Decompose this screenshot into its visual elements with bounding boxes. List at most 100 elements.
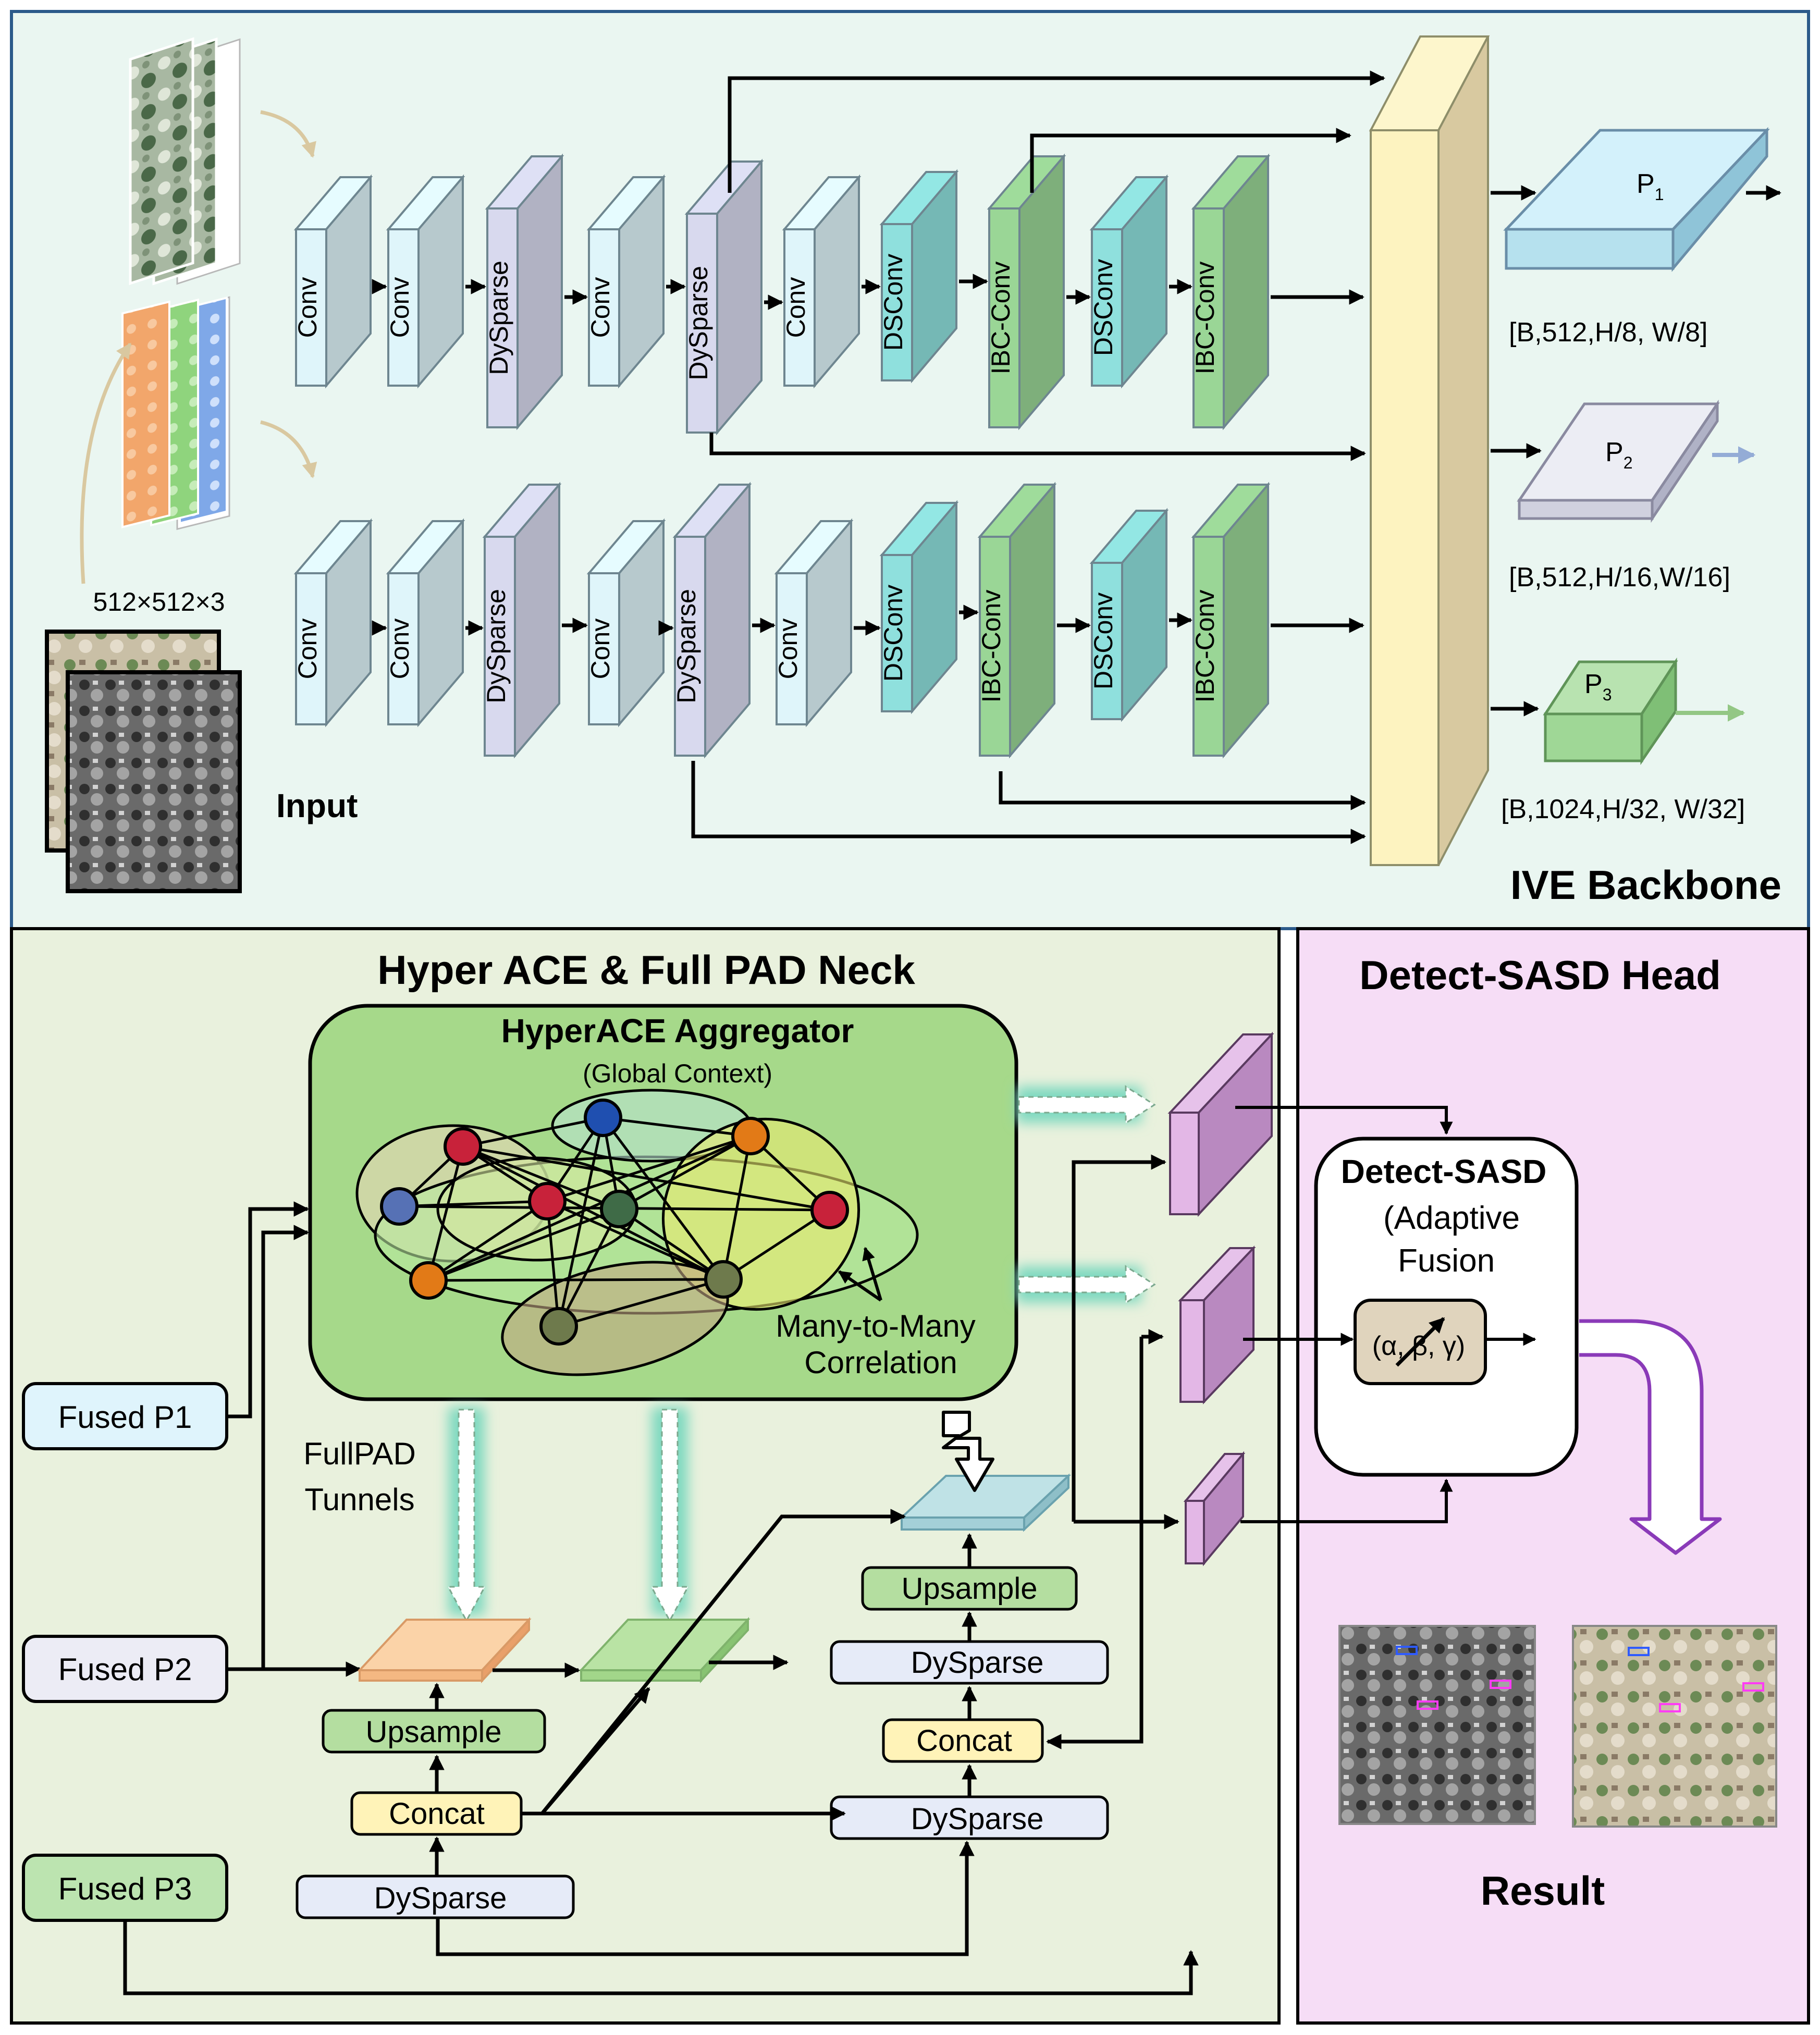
graph-edge — [722, 1136, 752, 1280]
block-ibc-conv-row2-8: IBC-Conv — [977, 482, 1057, 759]
svg-text:Fused P1: Fused P1 — [58, 1400, 192, 1435]
node-orange-2 — [409, 1261, 448, 1300]
svg-text:Conv: Conv — [385, 277, 414, 338]
graph-edge — [618, 1134, 752, 1211]
node-orange-1 — [731, 1117, 770, 1155]
block-conv-row2-4: Conv — [586, 518, 666, 727]
block-dsconv-row2-7: DSConv — [879, 500, 959, 714]
head-layer-2 — [1178, 1245, 1256, 1405]
block-dysparse-row2-5: DySparse — [672, 482, 752, 759]
svg-text:IBC-Conv: IBC-Conv — [986, 262, 1015, 375]
svg-text:P3: P3 — [1584, 669, 1612, 704]
graph-edge — [428, 1278, 724, 1282]
graph-edge — [618, 1207, 724, 1281]
node-red-2 — [528, 1182, 567, 1220]
skip-top-3 — [709, 433, 1366, 461]
fusion-plane-green — [579, 1617, 751, 1684]
p3-shape-label: [B,1024,H/32, W/32] — [1501, 794, 1745, 824]
graph-edge — [557, 1208, 621, 1327]
svg-text:DSConv: DSConv — [879, 585, 908, 682]
skip-top-2 — [1030, 128, 1351, 193]
fused-p2-box: Fused P2 — [22, 1635, 228, 1703]
svg-text:DySparse: DySparse — [482, 589, 511, 704]
svg-text:DSConv: DSConv — [1089, 593, 1118, 689]
svg-text:DySparse: DySparse — [911, 1802, 1044, 1836]
graph-edge — [558, 1278, 724, 1328]
fused-p1-box: Fused P1 — [22, 1382, 228, 1450]
upsample-left-box: Upsample — [322, 1709, 546, 1754]
node-slate — [380, 1187, 419, 1226]
p2-shape-label: [B,512,H/16,W/16] — [1509, 562, 1730, 593]
output-p1: P1 — [1503, 127, 1770, 272]
arrow-tan-3 — [80, 342, 132, 584]
skip-top-1 — [728, 70, 1385, 193]
head-layer-1 — [1167, 1031, 1274, 1217]
skip-bottom-1 — [999, 771, 1366, 810]
svg-text:Conv: Conv — [781, 277, 810, 338]
graph-edge — [462, 1116, 604, 1148]
block-dysparse-row2-3: DySparse — [482, 482, 562, 759]
graph-edge — [547, 1134, 751, 1203]
module-title: Detect-SASD — [1341, 1153, 1547, 1190]
svg-text:DySparse: DySparse — [684, 266, 713, 380]
neck-connections — [123, 1154, 1199, 1995]
block-dysparse-row1-3: DySparse — [484, 153, 564, 430]
aggregator-title: HyperACE Aggregator — [501, 1012, 854, 1050]
arrow-tan-2 — [260, 420, 317, 478]
graph-edge — [601, 1117, 725, 1280]
svg-text:IBC-Conv: IBC-Conv — [977, 590, 1006, 703]
block-conv-row2-6: Conv — [773, 518, 854, 727]
svg-text:Conv: Conv — [385, 619, 414, 680]
svg-text:Fused P2: Fused P2 — [58, 1652, 192, 1687]
skip-bottom-2 — [691, 761, 1366, 844]
svg-text:DySparse: DySparse — [672, 589, 701, 704]
svg-text:Conv: Conv — [773, 619, 803, 680]
block-dsconv-row2-9: DSConv — [1089, 508, 1169, 722]
upsample-right-box: Upsample — [861, 1566, 1078, 1611]
graph-edge — [462, 1145, 724, 1281]
block-dsconv-row1-7: DSConv — [879, 169, 959, 384]
svg-text:Fused P3: Fused P3 — [58, 1871, 192, 1906]
svg-text:Conv: Conv — [586, 277, 615, 338]
svg-text:DSConv: DSConv — [1089, 259, 1118, 356]
block-ibc-conv-row1-10: IBC-Conv — [1190, 153, 1271, 430]
result-image-thermal — [1338, 1625, 1536, 1825]
result-label: Result — [1481, 1868, 1605, 1914]
svg-text:P2: P2 — [1605, 437, 1632, 472]
input-visible-stack — [129, 37, 241, 286]
fusion-column — [1369, 35, 1490, 866]
input-channel-stack — [121, 296, 230, 531]
graph-edge — [427, 1146, 464, 1281]
fullpad-tunnel-3 — [1016, 1085, 1156, 1125]
block-dysparse-row1-5: DySparse — [684, 158, 764, 436]
neck-title: Hyper ACE & Full PAD Neck — [377, 947, 915, 993]
correlation-arrow-1 — [862, 1247, 882, 1301]
fullpad-tunnel-4 — [1016, 1265, 1156, 1304]
svg-text:Conv: Conv — [586, 619, 615, 680]
node-darkgreen — [600, 1190, 638, 1228]
concat-left-box: Concat — [350, 1791, 523, 1836]
block-conv-row1-4: Conv — [586, 174, 666, 389]
dysparse-bottom-box: DySparse — [296, 1874, 575, 1919]
block-ibc-conv-row1-8: IBC-Conv — [986, 153, 1066, 430]
fusion-plane-orange — [357, 1617, 532, 1684]
head-layer-3 — [1183, 1451, 1246, 1567]
p2-to-aggregator — [227, 1225, 309, 1671]
graph-edge — [546, 1201, 560, 1327]
dysparse-right-top-box: DySparse — [830, 1640, 1109, 1685]
zigzag-arrow — [942, 1411, 994, 1492]
p1-shape-label: [B,512,H/8, W/8] — [1509, 317, 1708, 348]
node-red-3 — [810, 1191, 849, 1229]
svg-text:DSConv: DSConv — [879, 254, 908, 351]
dysparse-right-bottom-box: DySparse — [830, 1795, 1109, 1840]
output-p2: P2 — [1517, 399, 1720, 523]
graph-edge — [428, 1207, 620, 1282]
graph-edge — [722, 1208, 831, 1281]
result-image-visible — [1572, 1625, 1777, 1828]
